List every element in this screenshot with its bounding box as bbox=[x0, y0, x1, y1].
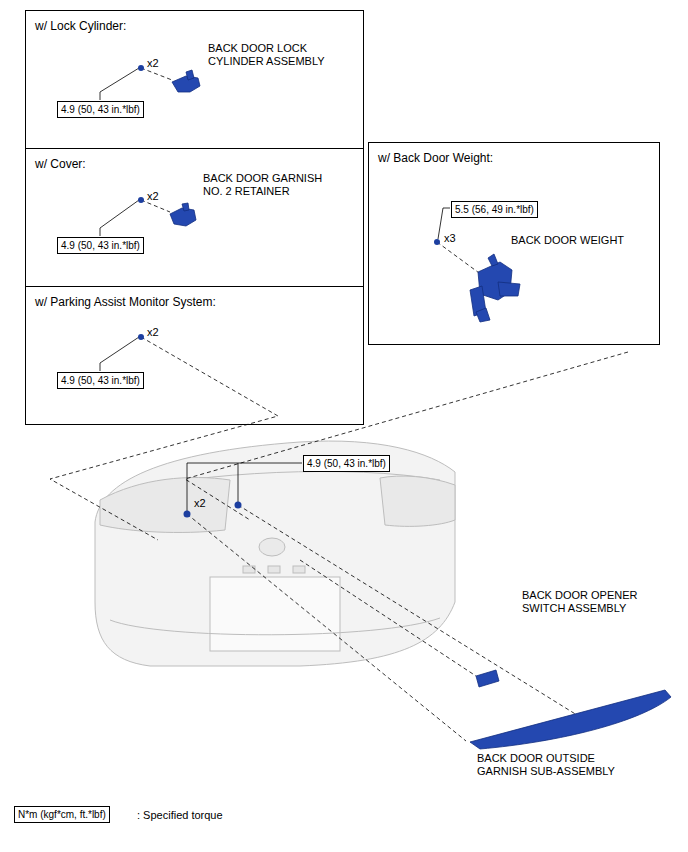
legend-text: : Specified torque bbox=[137, 809, 223, 822]
torque-value: 5.5 (56, 49 in.*lbf) bbox=[455, 204, 534, 215]
count-label: x2 bbox=[194, 497, 206, 510]
count-label: x2 bbox=[147, 190, 159, 203]
bolts bbox=[138, 65, 440, 518]
count-label: x2 bbox=[147, 57, 159, 70]
panel-heading: w/ Lock Cylinder: bbox=[35, 19, 126, 33]
torque-box: 4.9 (50, 43 in.*lbf) bbox=[57, 101, 144, 118]
torque-box: 4.9 (50, 43 in.*lbf) bbox=[303, 455, 390, 472]
torque-value: 4.9 (50, 43 in.*lbf) bbox=[307, 458, 386, 469]
part-name: BACK DOOR OPENER SWITCH ASSEMBLY bbox=[522, 589, 650, 615]
torque-value: 4.9 (50, 43 in.*lbf) bbox=[61, 375, 140, 386]
variant-panel: w/ Lock Cylinder: 4.9 (50, 43 in.*lbf) bbox=[25, 10, 364, 149]
count-label: x3 bbox=[444, 232, 456, 245]
panel-heading: w/ Cover: bbox=[35, 157, 86, 171]
part-name: BACK DOOR GARNISH NO. 2 RETAINER bbox=[203, 172, 331, 198]
car-rear bbox=[95, 441, 455, 666]
legend-box: N*m (kgf*cm, ft.*lbf) bbox=[14, 806, 110, 823]
torque-box: 4.9 (50, 43 in.*lbf) bbox=[57, 372, 144, 389]
torque-value: 4.9 (50, 43 in.*lbf) bbox=[61, 104, 140, 115]
leader-lines bbox=[100, 68, 450, 511]
torque-value: 4.9 (50, 43 in.*lbf) bbox=[61, 240, 140, 251]
part-name: BACK DOOR LOCK CYLINDER ASSEMBLY bbox=[208, 42, 348, 68]
dashed-lines bbox=[50, 68, 628, 741]
torque-value: N*m (kgf*cm, ft.*lbf) bbox=[18, 809, 106, 820]
count-label: x2 bbox=[147, 326, 159, 339]
parts bbox=[170, 70, 671, 749]
torque-box: 4.9 (50, 43 in.*lbf) bbox=[57, 237, 144, 254]
panel-heading: w/ Back Door Weight: bbox=[378, 151, 493, 165]
variant-panel: w/ Parking Assist Monitor System: 4.9 (50… bbox=[25, 286, 364, 425]
torque-box: 5.5 (56, 49 in.*lbf) bbox=[451, 201, 538, 218]
part-name: BACK DOOR WEIGHT bbox=[511, 234, 651, 247]
part-name: BACK DOOR OUTSIDE GARNISH SUB-ASSEMBLY bbox=[477, 752, 629, 778]
panel-heading: w/ Parking Assist Monitor System: bbox=[35, 295, 216, 309]
variant-panel: w/ Cover: 4.9 (50, 43 in.*lbf) bbox=[25, 148, 364, 287]
